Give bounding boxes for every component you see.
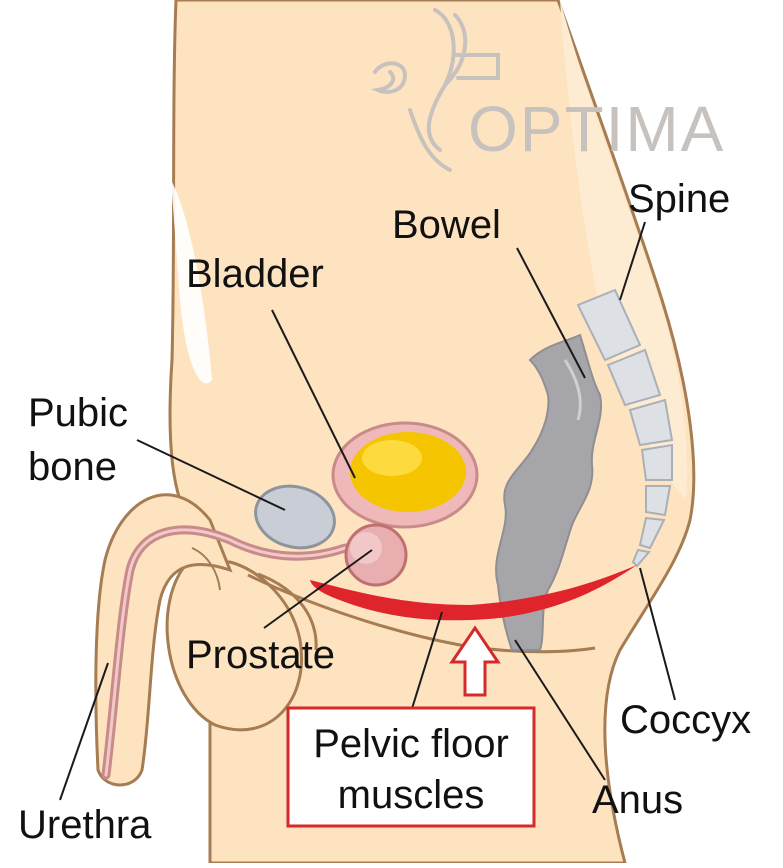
label-prostate: Prostate: [186, 633, 335, 677]
leader-lines: [59, 221, 676, 801]
optima-logo-mark: [370, 8, 500, 172]
label-pelvic-floor-1: Pelvic floor: [313, 722, 509, 766]
label-pubic-bone-1: Pubic: [28, 391, 128, 435]
bladder-shape: [331, 421, 479, 529]
label-pubic-bone-2: bone: [28, 445, 117, 489]
optima-logo-text: OPTIMA: [468, 93, 725, 165]
label-bowel: Bowel: [392, 203, 501, 247]
pubic-bone-shape: [254, 484, 336, 550]
pelvic-floor-muscle-shape: [310, 565, 637, 621]
pelvic-floor-callout-box: [286, 706, 536, 828]
label-urethra: Urethra: [18, 803, 152, 847]
label-coccyx: Coccyx: [620, 698, 751, 742]
scrotum: [165, 558, 318, 732]
up-arrow-icon: [449, 625, 501, 697]
label-spine: Spine: [628, 177, 730, 221]
label-pelvic-floor-2: muscles: [338, 773, 485, 817]
optima-logo: OPTIMA: [370, 8, 725, 172]
label-bladder: Bladder: [186, 252, 324, 296]
spine-vertebrae: [576, 288, 674, 568]
prostate-shape: [344, 523, 408, 587]
pelvic-contour-line: [247, 573, 596, 654]
label-anus: Anus: [592, 778, 683, 822]
bowel-shape: [495, 333, 602, 651]
